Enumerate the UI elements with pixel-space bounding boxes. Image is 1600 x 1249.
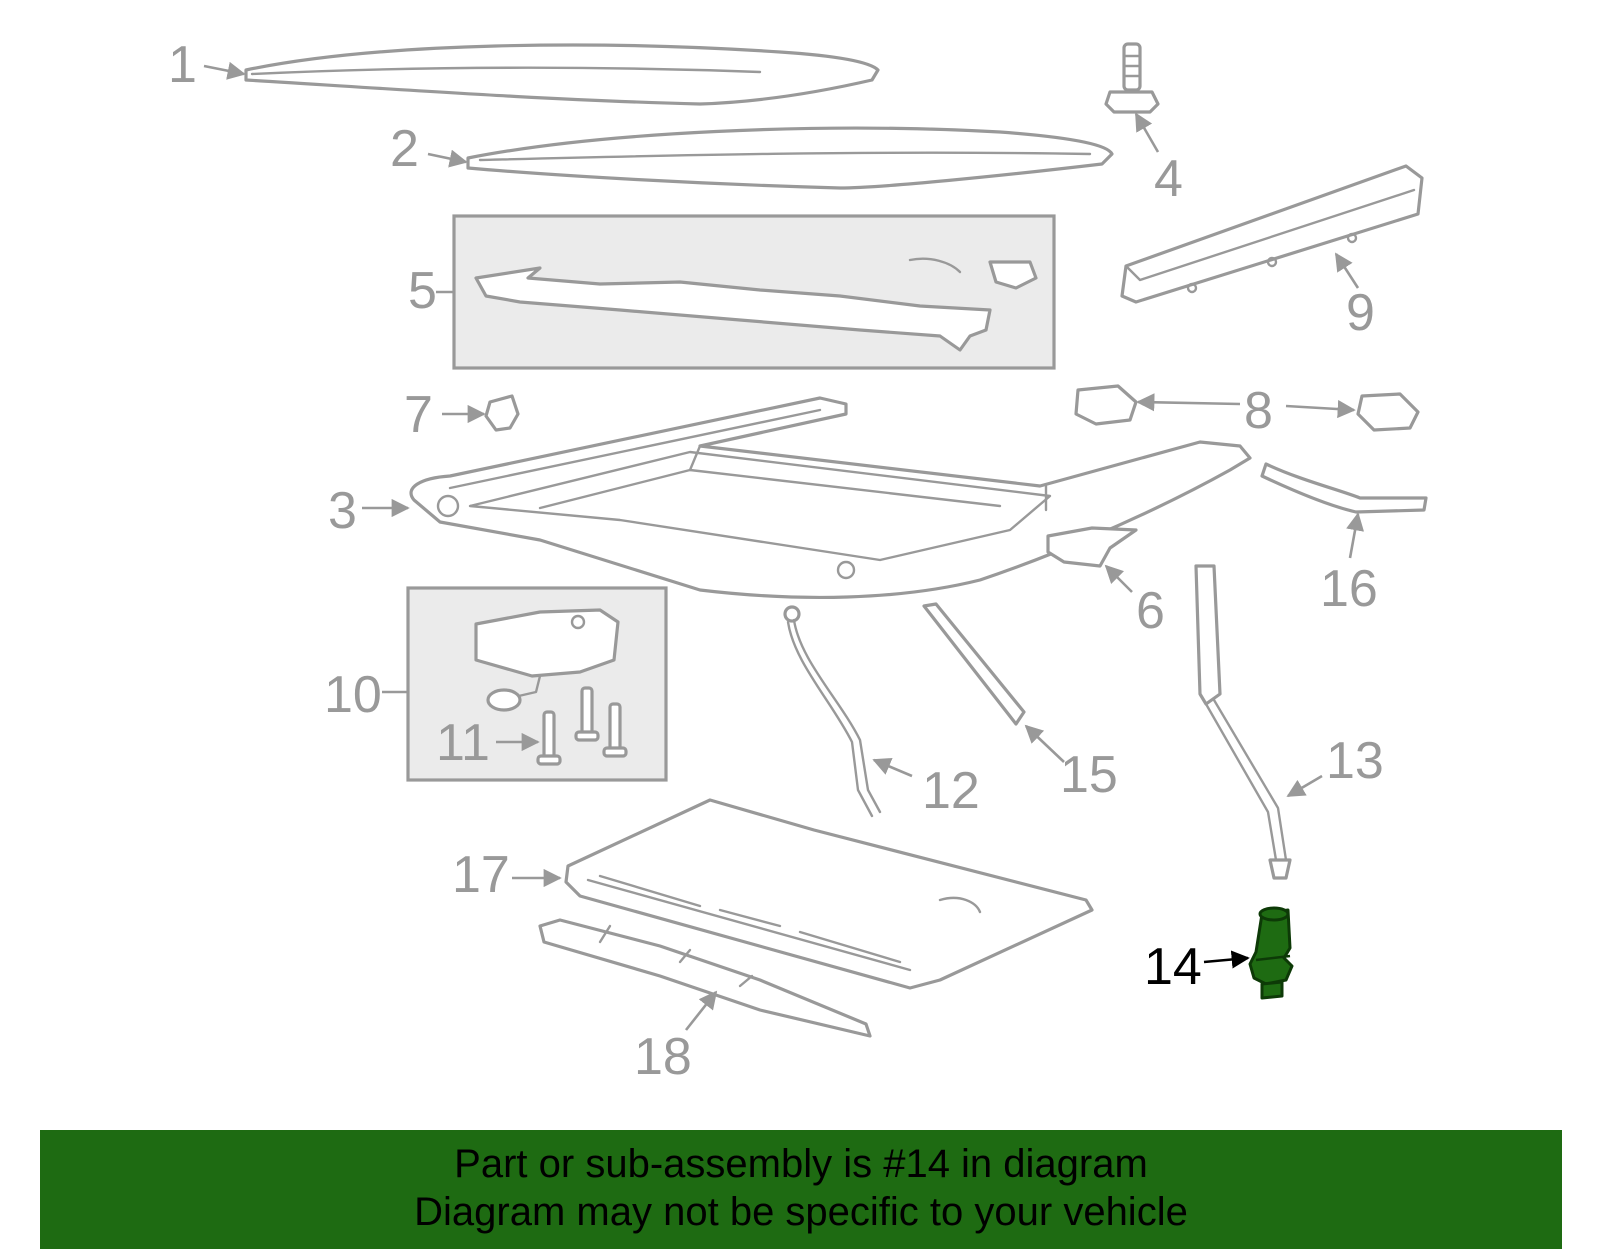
part-10-motor[interactable] <box>474 608 620 712</box>
callout-2-leader <box>427 149 468 168</box>
part-1-glass-panel[interactable] <box>244 43 880 106</box>
part-12-cable[interactable] <box>783 605 882 818</box>
callout-6-leader <box>1104 564 1133 593</box>
callout-18: 18 <box>634 1028 692 1086</box>
callout-14: 14 <box>1144 938 1202 996</box>
callout-4: 4 <box>1154 150 1183 208</box>
part-5-wind-deflector[interactable] <box>474 257 1038 352</box>
callout-8: 8 <box>1244 382 1273 440</box>
callout-1-leader <box>203 61 246 80</box>
part-8-bracket-left[interactable] <box>1074 384 1138 426</box>
callout-9-leader <box>1334 252 1360 289</box>
part-18-front-trim[interactable] <box>538 918 872 1038</box>
part-6-bracket[interactable] <box>1046 526 1138 568</box>
callout-16-leader <box>1346 512 1365 559</box>
part-13-drive-tube[interactable] <box>1194 564 1292 880</box>
callout-10: 10 <box>324 666 382 724</box>
callout-6: 6 <box>1136 582 1165 640</box>
part-16-drain-tube[interactable] <box>1260 462 1428 514</box>
callout-3: 3 <box>328 482 357 540</box>
callout-11: 11 <box>436 714 490 772</box>
part-3-sunroof-frame[interactable] <box>409 396 1252 600</box>
part-4-bolt[interactable] <box>1104 42 1160 114</box>
callout-14-leader <box>1203 950 1250 969</box>
callout-1: 1 <box>168 36 197 94</box>
part-8-bracket-right[interactable] <box>1356 392 1420 432</box>
callout-7: 7 <box>404 386 433 444</box>
part-14-drain-valve[interactable] <box>1248 906 1294 1000</box>
part-15-rod[interactable] <box>922 602 1026 726</box>
callout-15: 15 <box>1060 746 1118 804</box>
callout-8-leader-left <box>1136 393 1241 412</box>
callout-8-leader-right <box>1285 399 1356 419</box>
part-2-seal[interactable] <box>466 126 1114 190</box>
callout-2: 2 <box>390 120 419 178</box>
callout-16: 16 <box>1320 560 1378 618</box>
part-9-drain-rail[interactable] <box>1120 164 1424 304</box>
part-11-screws[interactable] <box>536 686 628 766</box>
callout-4-leader <box>1134 112 1160 153</box>
callout-17: 17 <box>452 846 510 904</box>
info-banner: Part or sub-assembly is #14 in diagram D… <box>40 1130 1562 1249</box>
callout-12-leader <box>872 757 913 778</box>
callout-12: 12 <box>922 762 980 820</box>
part-17-sunshade[interactable] <box>564 798 1094 990</box>
callout-9: 9 <box>1346 284 1375 342</box>
banner-part-note: Part or sub-assembly is #14 in diagram <box>454 1142 1148 1186</box>
part-7-clip[interactable] <box>484 394 520 432</box>
banner-disclaimer: Diagram may not be specific to your vehi… <box>414 1190 1188 1234</box>
callout-13-leader <box>1286 774 1323 798</box>
callout-18-leader <box>684 990 718 1031</box>
callout-5: 5 <box>408 262 437 320</box>
callout-13: 13 <box>1326 732 1384 790</box>
callout-15-leader <box>1024 724 1065 763</box>
